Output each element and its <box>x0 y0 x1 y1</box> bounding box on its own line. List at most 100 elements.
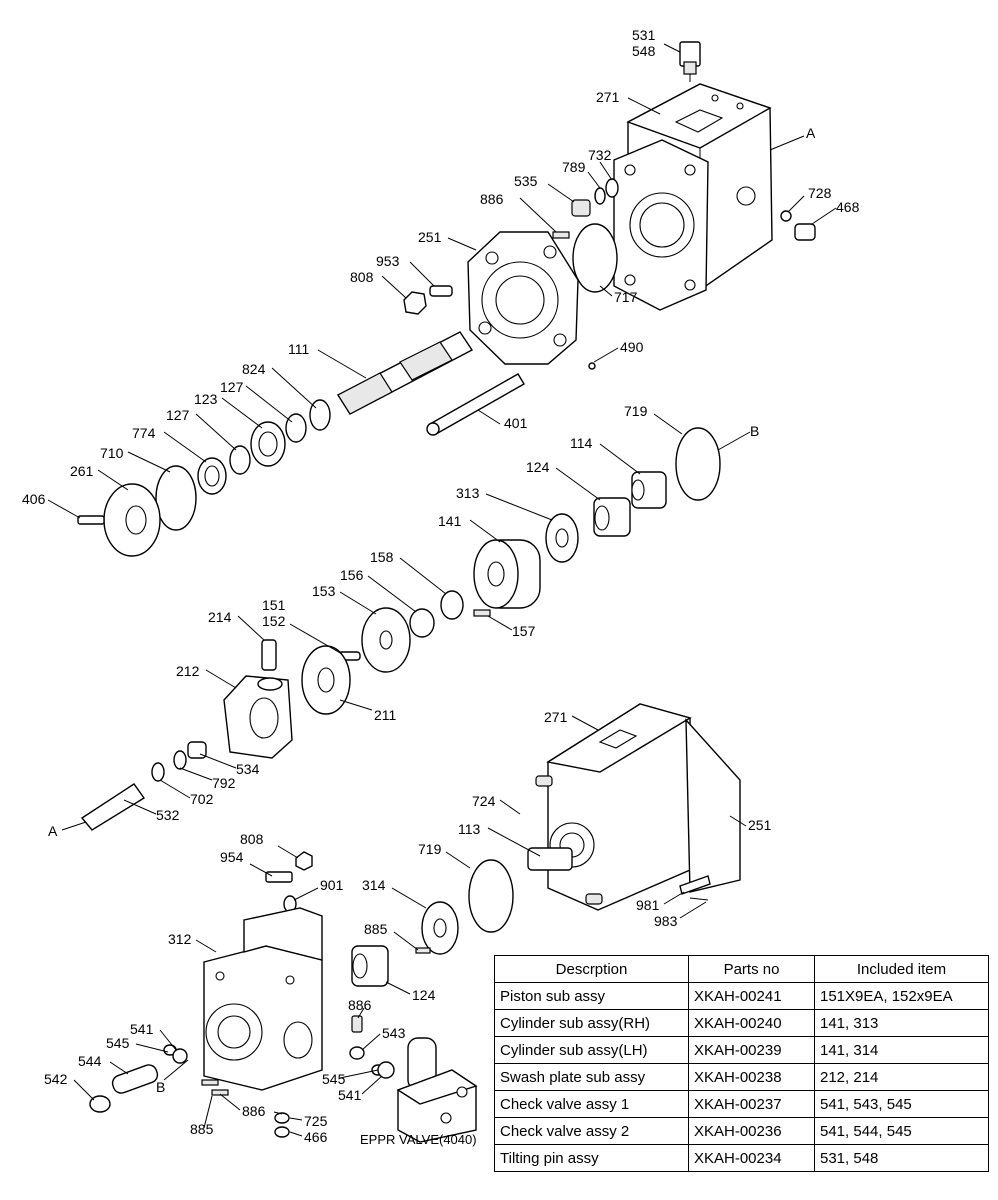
cell-parts-no: XKAH-00239 <box>688 1036 815 1064</box>
callout-A-lower: A <box>48 823 58 839</box>
pin-885 <box>415 947 431 954</box>
callout-271-lower: 271 <box>544 709 568 725</box>
housing-271-upper <box>613 83 773 311</box>
callout-792: 792 <box>212 775 236 791</box>
set-plate-153 <box>361 607 411 673</box>
bearing-set <box>197 399 331 495</box>
callout-468: 468 <box>836 199 860 215</box>
bush-214 <box>261 639 277 671</box>
check-valve-parts <box>89 1015 385 1138</box>
callout-401: 401 <box>504 415 528 431</box>
valve-plate-313 <box>545 513 579 563</box>
seal-cover-261 <box>103 483 161 557</box>
callout-531: 531 <box>632 27 656 43</box>
callout-981: 981 <box>636 897 660 913</box>
header-description: Descrption <box>494 955 689 983</box>
callout-406: 406 <box>22 491 46 507</box>
shaft-113 <box>527 847 573 871</box>
callout-251-upper: 251 <box>418 229 442 245</box>
callout-313: 313 <box>456 485 480 501</box>
table-header-row: Descrption Parts no Included item <box>494 955 989 983</box>
callout-158: 158 <box>370 549 394 565</box>
callout-157: 157 <box>512 623 536 639</box>
callout-B-lower: B <box>156 1079 165 1095</box>
spring-157 <box>473 609 491 617</box>
table-row: Cylinder sub assy(RH) XKAH-00240 141, 31… <box>494 1009 989 1037</box>
pin-886 <box>552 231 570 239</box>
callout-B-upper: B <box>750 423 759 439</box>
cell-description: Swash plate sub assy <box>494 1063 689 1091</box>
callout-123: 123 <box>194 391 218 407</box>
nameplate-981-983 <box>679 875 711 901</box>
o-ring-710 <box>155 465 197 531</box>
callout-214: 214 <box>208 609 232 625</box>
cell-description: Check valve assy 1 <box>494 1090 689 1118</box>
screw-406 <box>77 515 105 525</box>
callout-702: 702 <box>190 791 214 807</box>
callout-732: 732 <box>588 147 612 163</box>
callout-886-mid: 886 <box>348 997 372 1013</box>
callout-808-lower: 808 <box>240 831 264 847</box>
callout-212: 212 <box>176 663 200 679</box>
o-ring-719-upper <box>675 427 721 501</box>
callout-312: 312 <box>168 931 192 947</box>
shoe-plate-211 <box>301 645 351 715</box>
callout-542: 542 <box>44 1071 68 1087</box>
coupling-114-124 <box>593 471 667 537</box>
cylinder-block-141 <box>473 539 541 609</box>
callout-124-lower: 124 <box>412 987 436 1003</box>
o-ring-719-lower <box>468 859 514 933</box>
cell-included-item: 151X9EA, 152x9EA <box>814 982 989 1010</box>
callout-535: 535 <box>514 173 538 189</box>
callout-901: 901 <box>320 877 344 893</box>
cell-included-item: 541, 544, 545 <box>814 1117 989 1145</box>
cell-included-item: 212, 214 <box>814 1063 989 1091</box>
callout-A-upper: A <box>806 125 816 141</box>
table-row: Check valve assy 2 XKAH-00236 541, 544, … <box>494 1117 989 1145</box>
callout-534: 534 <box>236 761 260 777</box>
housing-271-lower <box>535 703 741 911</box>
callout-532: 532 <box>156 807 180 823</box>
stopper-534-792-702 <box>151 741 207 782</box>
cell-included-item: 531, 548 <box>814 1144 989 1172</box>
callout-151: 151 <box>262 597 286 613</box>
callout-724: 724 <box>472 793 496 809</box>
valve-plate-314 <box>421 901 459 955</box>
cell-parts-no: XKAH-00240 <box>688 1009 815 1037</box>
pin-401 <box>426 373 525 436</box>
callout-885-upper: 885 <box>364 921 388 937</box>
cell-parts-no: XKAH-00234 <box>688 1144 815 1172</box>
cell-included-item: 141, 313 <box>814 1009 989 1037</box>
table-row: Cylinder sub assy(LH) XKAH-00239 141, 31… <box>494 1036 989 1064</box>
callout-728: 728 <box>808 185 832 201</box>
cell-description: Tilting pin assy <box>494 1144 689 1172</box>
end-cover-251 <box>467 231 579 365</box>
callout-545-left: 545 <box>106 1035 130 1051</box>
cell-description: Cylinder sub assy(RH) <box>494 1009 689 1037</box>
screws-808-954-901 <box>265 851 313 946</box>
cell-included-item: 541, 543, 545 <box>814 1090 989 1118</box>
table-row: Tilting pin assy XKAH-00234 531, 548 <box>494 1144 989 1172</box>
header-parts-no: Parts no <box>688 955 815 983</box>
callout-124-upper: 124 <box>526 459 550 475</box>
callout-111: 111 <box>288 341 309 357</box>
header-included-item: Included item <box>814 955 989 983</box>
callout-156: 156 <box>340 567 364 583</box>
callouts: 531 548 271 A 732 789 535 728 468 886 25… <box>22 27 860 1147</box>
callout-543: 543 <box>382 1025 406 1041</box>
plug-468 <box>780 210 816 241</box>
callout-211: 211 <box>374 707 397 723</box>
eppr-valve-label: EPPR VALVE(4040) <box>360 1132 477 1147</box>
drive-shaft-111 <box>337 331 474 415</box>
callout-774: 774 <box>132 425 156 441</box>
callout-886-lower: 886 <box>242 1103 266 1119</box>
callout-885-lower: 885 <box>190 1121 214 1137</box>
callout-544: 544 <box>78 1053 102 1069</box>
cell-description: Check valve assy 2 <box>494 1117 689 1145</box>
callout-789: 789 <box>562 159 586 175</box>
callout-127-b: 127 <box>166 407 190 423</box>
callout-725: 725 <box>304 1113 328 1129</box>
cell-included-item: 141, 314 <box>814 1036 989 1064</box>
spacers-156-158 <box>409 590 464 638</box>
callout-541-right: 541 <box>338 1087 362 1103</box>
